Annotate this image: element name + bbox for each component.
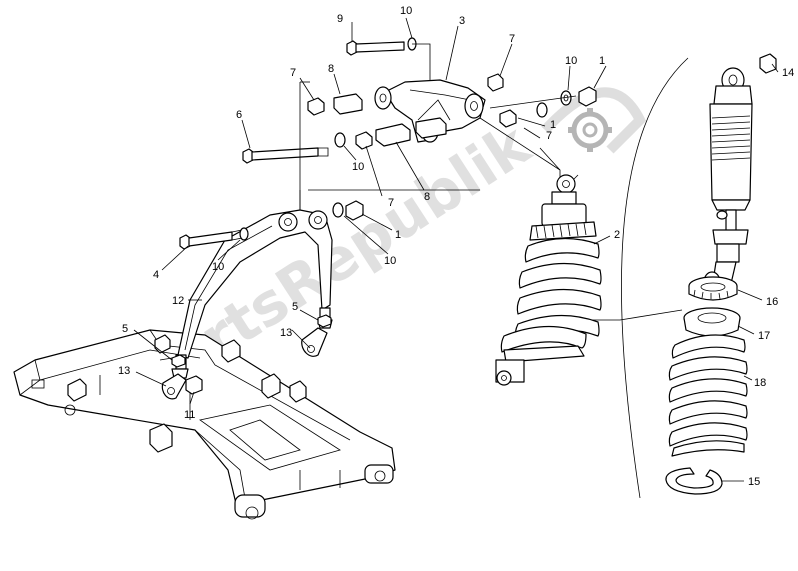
bushing-7-right — [499, 109, 517, 128]
washer-10-lower — [332, 202, 344, 218]
callout-10-bolt: 10 — [212, 261, 224, 273]
swingarm — [13, 329, 396, 520]
callout-8-lower: 8 — [424, 191, 430, 203]
bushing-14 — [759, 53, 777, 74]
callout-5-right: 5 — [292, 301, 298, 313]
retaining-clip-15 — [665, 467, 723, 495]
washer-10-left — [334, 132, 346, 148]
callout-10-top: 10 — [400, 5, 412, 17]
bushing-7-lower — [355, 131, 373, 150]
preload-ring-16 — [688, 276, 738, 301]
callout-10-left: 10 — [352, 161, 364, 173]
bolt-4 — [179, 229, 243, 250]
callout-11: 11 — [184, 409, 195, 421]
callout-17: 17 — [758, 330, 770, 342]
callout-15: 15 — [748, 476, 760, 488]
callouts: 1 1 1 2 3 4 5 5 6 7 7 7 7 8 8 9 10 10 10… — [118, 5, 794, 488]
spacer-8-lower — [375, 123, 411, 147]
callout-7-left: 7 — [290, 67, 296, 79]
watermark-arc — [541, 87, 647, 154]
callout-1-top: 1 — [599, 55, 605, 67]
nut-1-lower — [345, 200, 364, 221]
spacer-rocker — [415, 117, 447, 139]
shock-absorber — [495, 174, 602, 386]
callout-18: 18 — [754, 377, 766, 389]
callout-14: 14 — [782, 67, 794, 79]
callout-4: 4 — [153, 269, 159, 281]
spacer-8-top — [333, 93, 363, 115]
callout-1-lower: 1 — [395, 229, 401, 241]
bolt-9 — [346, 40, 405, 56]
bushing-7-left — [307, 97, 325, 116]
callout-1-mid: 1 — [550, 119, 556, 131]
callout-3: 3 — [459, 15, 465, 27]
bolt-6 — [242, 147, 329, 164]
callout-10-lower: 10 — [384, 255, 396, 267]
callout-8-top: 8 — [328, 63, 334, 75]
callout-7-right: 7 — [546, 130, 552, 142]
divider-curve — [621, 57, 689, 499]
shock-body-exploded — [703, 67, 753, 293]
link-rod — [177, 209, 333, 359]
callout-12: 12 — [172, 295, 184, 307]
callout-5-left: 5 — [122, 323, 128, 335]
bushing-7-top — [487, 73, 504, 92]
leader-lines — [133, 17, 779, 482]
spring-18 — [668, 334, 748, 457]
washer-10-bolt4 — [239, 227, 249, 241]
callout-2: 2 — [614, 229, 620, 241]
callout-13-right: 13 — [280, 327, 292, 339]
washer-10-mid — [536, 102, 548, 118]
callout-7-top: 7 — [509, 33, 515, 45]
rocker-arm — [374, 79, 486, 143]
nut-1-top — [578, 86, 597, 107]
nut-5-left — [171, 354, 186, 368]
callout-16: 16 — [766, 296, 778, 308]
nut-5-right — [317, 314, 332, 328]
callout-10-right: 10 — [565, 55, 577, 67]
callout-6: 6 — [236, 109, 242, 121]
callout-13-left: 13 — [118, 365, 130, 377]
gear-icon — [568, 108, 612, 152]
spring-seat-17 — [683, 307, 741, 337]
callout-9: 9 — [337, 13, 343, 25]
callout-7-lower: 7 — [388, 197, 394, 209]
nut-11 — [185, 375, 203, 395]
